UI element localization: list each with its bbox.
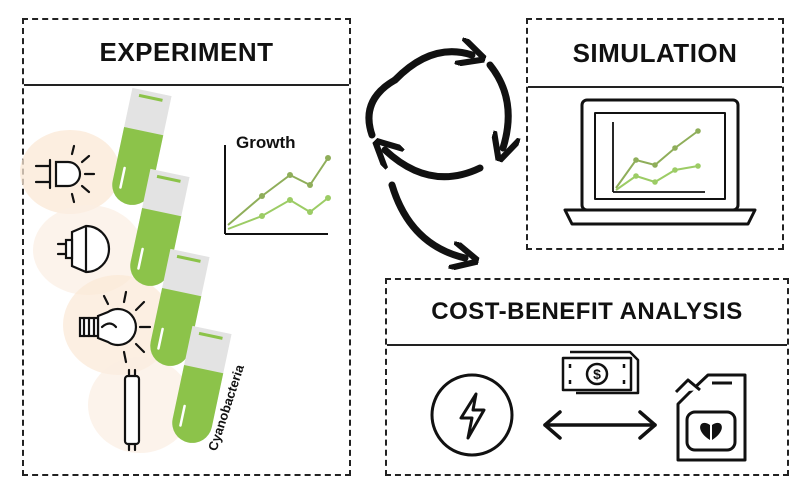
growth-chart	[224, 145, 331, 235]
growth-chart-title: Growth	[236, 133, 296, 152]
experiment-panel-header: EXPERIMENT	[24, 20, 349, 86]
cycle-arrows-icon	[365, 52, 508, 181]
double-arrow-icon	[543, 410, 657, 440]
test-tube-icon	[112, 87, 172, 205]
halogen-lamp-icon	[56, 224, 111, 274]
cost-benefit-title: COST-BENEFIT ANALYSIS	[431, 298, 743, 325]
fuel-canister-icon	[674, 373, 747, 462]
led-bulb-icon	[34, 144, 96, 204]
simulation-panel: SIMULATION	[526, 18, 784, 250]
test-tube-icon	[172, 325, 232, 443]
dollar-sign-icon: $	[593, 366, 601, 382]
experiment-panel: EXPERIMENT	[22, 18, 351, 476]
simulation-title: SIMULATION	[572, 37, 738, 68]
energy-icon	[430, 373, 514, 457]
cost-benefit-panel: COST-BENEFIT ANALYSIS	[385, 278, 789, 476]
branch-arrow-icon	[388, 181, 465, 258]
light-bulb-icon	[78, 290, 152, 364]
fluorescent-tube-icon	[123, 368, 141, 452]
money-icon	[561, 350, 640, 395]
simulation-chart	[612, 122, 705, 193]
laptop-icon	[563, 98, 757, 226]
cost-benefit-panel-header: COST-BENEFIT ANALYSIS	[387, 280, 787, 346]
simulation-panel-header: SIMULATION	[528, 20, 782, 88]
experiment-title: EXPERIMENT	[99, 36, 274, 67]
leaf-icon	[700, 422, 722, 445]
